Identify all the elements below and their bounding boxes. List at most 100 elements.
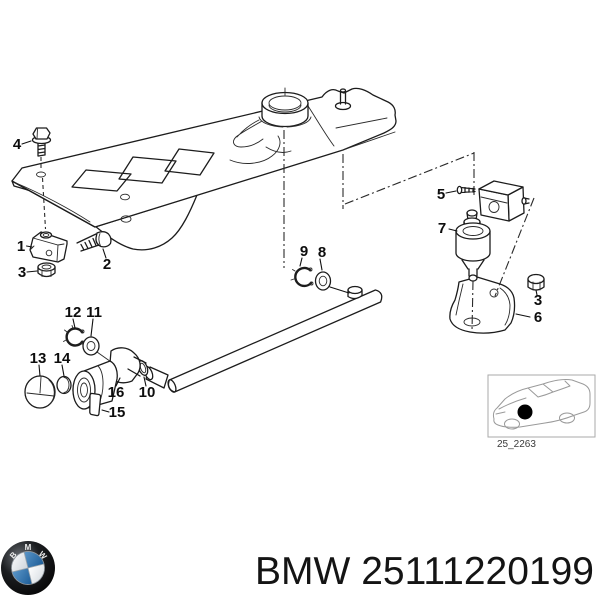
- panel-collar: [258, 87, 312, 128]
- panel-fold-line: [15, 182, 91, 223]
- cup14-inner: [63, 377, 70, 393]
- damper-cone: [461, 259, 485, 270]
- circlip12-arc: [65, 327, 84, 347]
- collar-base-lip: [258, 116, 312, 128]
- panel-slot-2: [118, 156, 177, 184]
- car-outline-sketch: [492, 379, 591, 430]
- callout-13: 13: [30, 350, 47, 367]
- callout-4: 4: [13, 136, 22, 153]
- callout-7: 7: [438, 220, 446, 237]
- circlip9-arc: [294, 266, 313, 288]
- elbow-tube: [127, 356, 147, 377]
- part-7-damper: [455, 209, 491, 282]
- bmw-roundel-logo: B M W: [1, 541, 55, 595]
- panel-slot-1: [71, 169, 132, 192]
- part-3-nut-right: [527, 273, 545, 291]
- bushing13-inner: [48, 379, 55, 405]
- logo-letter-b: B: [8, 550, 19, 560]
- upper-bracket-top-face: [478, 180, 524, 196]
- upper-bracket-fold: [480, 196, 508, 204]
- callout-9: 9: [300, 243, 308, 260]
- callout-14: 14: [54, 350, 71, 367]
- block1-boss: [39, 231, 53, 239]
- car-location-inset: 25_2263: [487, 374, 596, 450]
- cyl16-bore-inner: [80, 382, 88, 398]
- panel-slot-3: [164, 148, 215, 176]
- rod-body: [167, 289, 383, 393]
- callout-12: 12: [65, 304, 82, 321]
- callout-15: 15: [109, 404, 126, 421]
- upper-bracket-hole: [488, 201, 500, 213]
- bolt2-shaft: [76, 233, 100, 252]
- joint-assembly: [24, 325, 147, 417]
- washer11-outer: [82, 336, 100, 356]
- callout-11: 11: [86, 304, 102, 321]
- part-16-elbow: [72, 347, 147, 410]
- panel-tear-detail: [229, 105, 335, 164]
- part-2-bolt: [76, 231, 112, 252]
- part-14-cup: [56, 375, 72, 395]
- part-3-nut-left: [37, 262, 56, 278]
- damper-top-face: [455, 222, 491, 240]
- bracket6-web-hole: [489, 288, 499, 298]
- pin5-shaft: [460, 186, 476, 194]
- callout-1: 1: [17, 238, 25, 255]
- pin15-body: [89, 392, 102, 417]
- part-9-circlip: [290, 266, 314, 288]
- callout-3-left: 3: [18, 264, 26, 281]
- washer8-outer: [314, 271, 332, 291]
- upper-bracket: [478, 180, 530, 222]
- callout-16: 16: [108, 384, 125, 401]
- bracket6-fold: [455, 283, 511, 326]
- part-13-bushing: [24, 375, 56, 409]
- part-8-washer: [314, 271, 332, 291]
- bolt-axis-diagonal-right: [494, 197, 535, 297]
- pin-base: [334, 101, 352, 111]
- part-11-washer: [82, 336, 100, 356]
- part-6-bracket: [449, 276, 516, 334]
- section-line-diagonal: [344, 152, 475, 205]
- pin5-head: [456, 185, 463, 195]
- part-12-circlip: [63, 325, 85, 347]
- damper-cap: [466, 209, 478, 217]
- bolt4-shaft: [37, 141, 46, 157]
- rod-boss: [347, 285, 363, 300]
- part-15-pin: [89, 392, 102, 417]
- washer11-inner: [86, 341, 96, 351]
- left-fastener-group: [29, 127, 112, 278]
- part-number-title: BMW 25111220199: [255, 550, 594, 593]
- part-location-dot: [517, 404, 533, 420]
- washer8-inner: [318, 275, 328, 287]
- bolt4-axis-lower: [41, 177, 47, 230]
- panel-pin: [334, 88, 352, 111]
- logo-letter-w: W: [37, 550, 49, 562]
- pin-cap: [339, 88, 347, 93]
- cyl16-bore-outer: [77, 377, 91, 403]
- callout-8: 8: [318, 244, 326, 261]
- part-5-pin: [456, 185, 476, 195]
- callout-10: 10: [139, 384, 156, 401]
- section-line-vertical-right-lower: [471, 280, 474, 332]
- damper-tip: [468, 274, 478, 282]
- clip-washer-group: [290, 266, 332, 291]
- callout-6: 6: [534, 309, 542, 326]
- bushing13-split: [26, 376, 55, 397]
- damper-stem: [468, 268, 478, 277]
- collar-bore: [268, 104, 302, 113]
- callout-2: 2: [103, 256, 111, 273]
- bolt4-head: [32, 127, 51, 140]
- panel-right-step: [335, 117, 396, 152]
- panel-small-hole-1: [120, 193, 130, 201]
- panel-small-hole-2: [120, 215, 132, 223]
- pin-shaft: [339, 90, 347, 105]
- roundel-quarters: [11, 551, 45, 585]
- upper-bracket-stud: [521, 197, 530, 205]
- nut3l-top: [37, 262, 56, 272]
- callout-3-right: 3: [534, 292, 542, 309]
- right-bracket-assembly: [449, 152, 545, 334]
- collar-inner-rim: [268, 95, 302, 111]
- construction-lines: [36, 130, 475, 268]
- inset-code: 25_2263: [497, 439, 536, 450]
- damper-inner-ring: [462, 226, 484, 236]
